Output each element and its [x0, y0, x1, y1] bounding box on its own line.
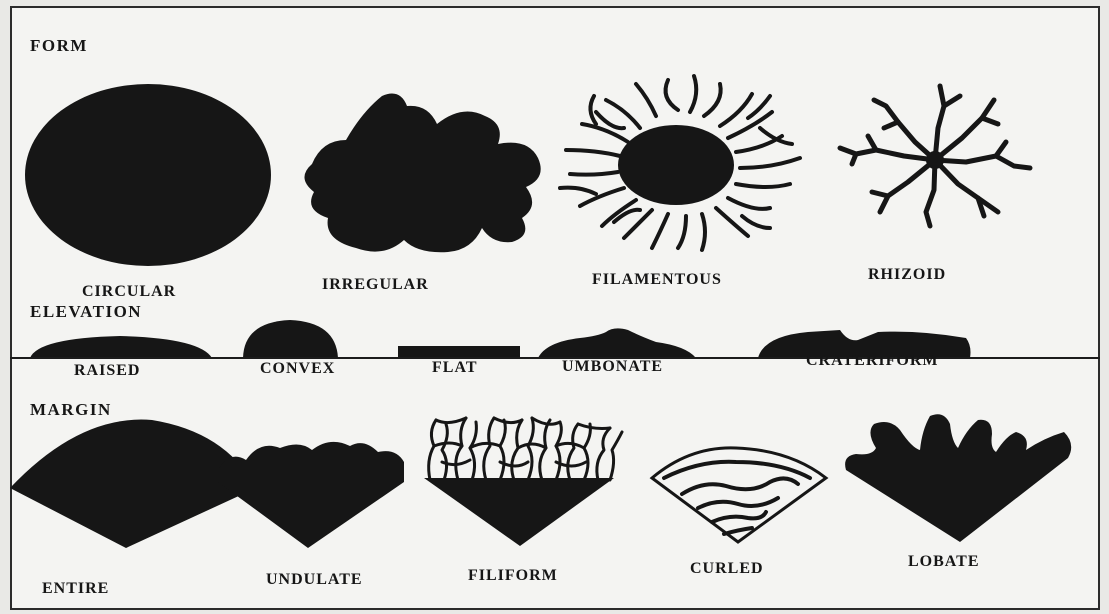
convex-elevation-shape — [243, 320, 338, 358]
filamentous-label: FILAMENTOUS — [592, 271, 722, 289]
crateriform-label: CRATERIFORM — [806, 352, 938, 370]
filiform-margin-shape — [424, 418, 622, 546]
filamentous-colony-shape — [560, 76, 800, 250]
umbonate-label: UMBONATE — [562, 358, 663, 376]
rhizoid-colony-shape — [840, 86, 1030, 226]
flat-label: FLAT — [432, 359, 477, 377]
form-section-title: FORM — [30, 36, 88, 56]
circular-label: CIRCULAR — [82, 283, 176, 301]
convex-label: CONVEX — [260, 360, 335, 378]
curled-margin-shape — [652, 448, 826, 542]
circular-colony-shape — [25, 84, 271, 266]
rhizoid-label: RHIZOID — [868, 266, 946, 284]
lobate-label: LOBATE — [908, 553, 980, 571]
undulate-label: UNDULATE — [266, 571, 363, 589]
irregular-label: IRREGULAR — [322, 276, 429, 294]
curled-label: CURLED — [690, 560, 764, 578]
elevation-section-title: ELEVATION — [30, 302, 142, 322]
irregular-colony-shape — [304, 94, 540, 253]
margin-section-title: MARGIN — [30, 400, 112, 420]
raised-label: RAISED — [74, 362, 140, 380]
entire-label: ENTIRE — [42, 580, 109, 598]
lobate-margin-shape — [845, 414, 1071, 542]
raised-elevation-shape — [30, 336, 212, 358]
entire-margin-shape — [10, 420, 256, 548]
undulate-margin-shape — [218, 442, 404, 548]
filiform-label: FILIFORM — [468, 567, 558, 585]
umbonate-elevation-shape — [538, 328, 696, 358]
flat-elevation-shape — [398, 346, 520, 358]
